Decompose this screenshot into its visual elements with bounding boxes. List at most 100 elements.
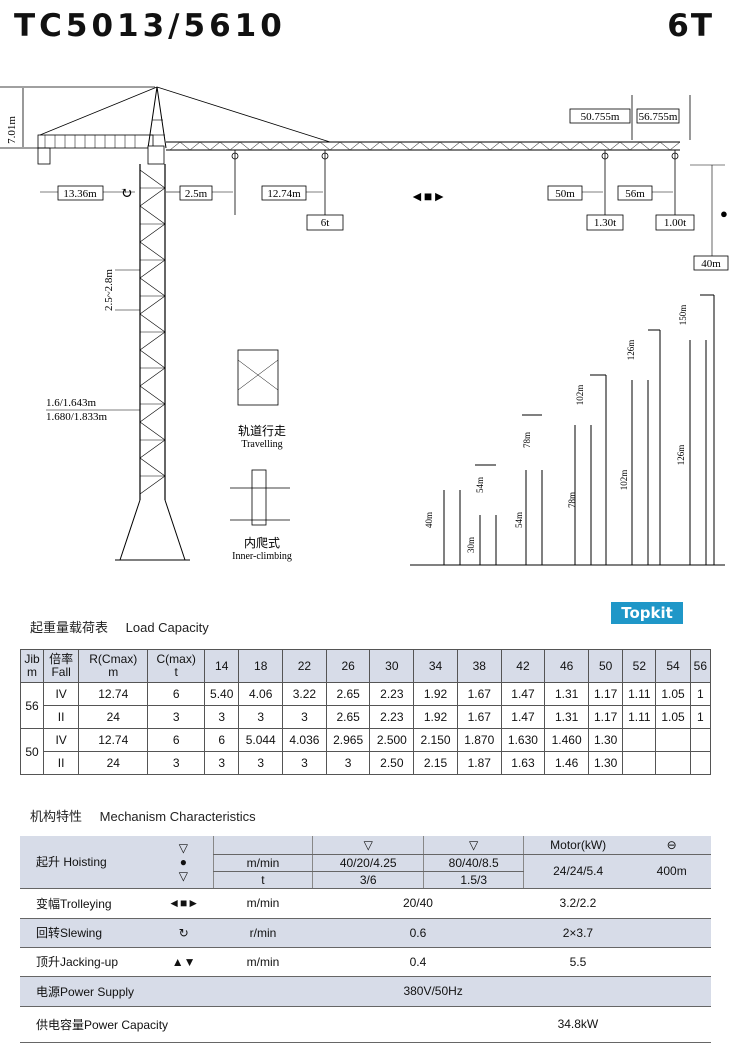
load-value-cell: 2.500 <box>369 728 415 752</box>
mast-step-label: 2.5~2.8m <box>103 269 115 311</box>
motor-label: Motor(kW) <box>522 836 633 855</box>
h54b-label: 54m <box>514 512 524 528</box>
hdr-c: C(max)t <box>147 649 206 683</box>
jib-50-label: 50.755m <box>581 111 620 123</box>
load-value-cell: 1.87 <box>456 751 502 775</box>
load-value-cell: 1.11 <box>622 705 657 729</box>
load-value-cell <box>689 728 712 752</box>
jacking-motor: 5.5 <box>523 947 633 977</box>
load-value-cell: 1.47 <box>500 705 546 729</box>
hoisting-unit1: m/min <box>212 853 313 872</box>
load-value-cell: 3 <box>282 705 327 729</box>
travelling-cn-label: 轨道行走 <box>238 424 286 438</box>
load-value-cell: 2.65 <box>325 705 371 729</box>
hdr-radius: 30 <box>369 649 415 683</box>
load-value-cell <box>622 728 657 752</box>
h102-label: 102m <box>575 385 585 406</box>
load-value-cell: 1.46 <box>544 751 589 775</box>
load-value-cell: 3 <box>238 751 284 775</box>
load-value-cell: 1.05 <box>655 705 691 729</box>
trolleying-label: 变幅Trolleying <box>20 888 154 919</box>
mast-size-1-label: 1.6/1.643m <box>46 397 97 409</box>
trolley-icon: ◄■► <box>153 888 214 919</box>
h54-label: 54m <box>475 477 485 493</box>
hdr-radius: 26 <box>325 649 371 683</box>
load-value-cell: 1.11 <box>622 682 657 706</box>
load-value-cell: 3.22 <box>282 682 327 706</box>
capacity-value: 34.8kW <box>523 1006 633 1043</box>
fall-cell: IV <box>43 728 80 752</box>
load-value-cell: 6 <box>204 728 240 752</box>
load-value-cell: 2.50 <box>369 751 415 775</box>
hdr-radius: 42 <box>500 649 546 683</box>
hoisting-motor: 24/24/5.4 <box>522 854 633 889</box>
load-value-cell: 1.30 <box>587 751 624 775</box>
load-value-cell: 2.65 <box>325 682 371 706</box>
jacking-unit: m/min <box>213 947 313 977</box>
fall-cell: II <box>43 705 80 729</box>
h40-label: 40m <box>424 512 434 528</box>
hoisting-label: 起升 Hoisting <box>20 836 154 889</box>
jib-cell: 56 <box>19 682 45 729</box>
load-value-cell: 1.67 <box>456 705 502 729</box>
trolleying-unit: m/min <box>213 888 313 919</box>
crane-diagram: 7.01m 50.755m <box>0 86 729 566</box>
load-value-cell: 5.044 <box>238 728 284 752</box>
hdr-radius: 14 <box>204 649 240 683</box>
hoisting-v1b: 80/40/8.5 <box>423 853 524 872</box>
slewing-icon: ↻ <box>153 918 214 948</box>
hoisting-rope: 400m <box>632 854 711 889</box>
hdr-radius: 56 <box>689 649 712 683</box>
load-value-cell: 2.23 <box>369 705 415 729</box>
load-value-cell: 1.870 <box>456 728 502 752</box>
hdr-r: R(Cmax)m <box>78 649 149 683</box>
power-label: 电源Power Supply <box>20 976 214 1007</box>
rope-icon: ⊖ <box>632 836 711 855</box>
load-section-title: 起重量载荷表 Load Capacity <box>30 620 209 635</box>
slewing-motor: 2×3.7 <box>523 918 633 948</box>
load-value-cell: 1.31 <box>544 682 589 706</box>
hdr-radius: 46 <box>544 649 589 683</box>
hdr-radius: 52 <box>622 649 657 683</box>
slewing-unit: r/min <box>213 918 313 948</box>
load-value-cell: 1.31 <box>544 705 589 729</box>
jib-cell: 50 <box>19 728 45 775</box>
fall-cell: IV <box>43 682 80 706</box>
load-value-cell: 3 <box>204 705 240 729</box>
load-value-cell: 1.92 <box>413 705 458 729</box>
capacity-label: 供电容量Power Capacity <box>20 1006 214 1043</box>
load-56-label: 1.00t <box>664 217 686 229</box>
load-value-cell: 2.15 <box>413 751 458 775</box>
hoist-icon: ▽●▽ <box>153 836 214 889</box>
hoisting-unit2: t <box>212 870 313 889</box>
hdr-radius: 54 <box>655 649 691 683</box>
hdr-radius: 34 <box>413 649 458 683</box>
mechanism-table: 起升 Hoisting ▽●▽ ▽ ▽ Motor(kW) ⊖ m/min 40… <box>20 836 711 1043</box>
slewing-value: 0.6 <box>312 918 524 948</box>
load-value-cell: 2.150 <box>413 728 458 752</box>
load-value-cell: 1.30 <box>587 728 624 752</box>
radius-cell: 12.74 <box>78 728 149 752</box>
hdr-radius: 18 <box>238 649 284 683</box>
hdr-radius: 38 <box>456 649 502 683</box>
fall-cell: II <box>43 751 80 775</box>
model-title: TC5013/5610 <box>14 8 286 44</box>
load-value-cell: 3 <box>325 751 371 775</box>
motor-b-icon: ▽ <box>423 836 524 855</box>
mast-size-2-label: 1.680/1.833m <box>46 411 108 423</box>
slewing-label: 回转Slewing <box>20 918 154 948</box>
load-value-cell <box>655 751 691 775</box>
jacking-label: 顶升Jacking-up <box>20 947 154 977</box>
brand-logo: Topkit <box>611 602 683 624</box>
slewing-symbol-icon: ↻ <box>120 186 133 202</box>
capacity-title: 6T <box>667 8 714 44</box>
hook-height-label: 40m <box>701 258 721 270</box>
radius-cell: 24 <box>78 751 149 775</box>
jacking-icon: ▲▼ <box>153 947 214 977</box>
